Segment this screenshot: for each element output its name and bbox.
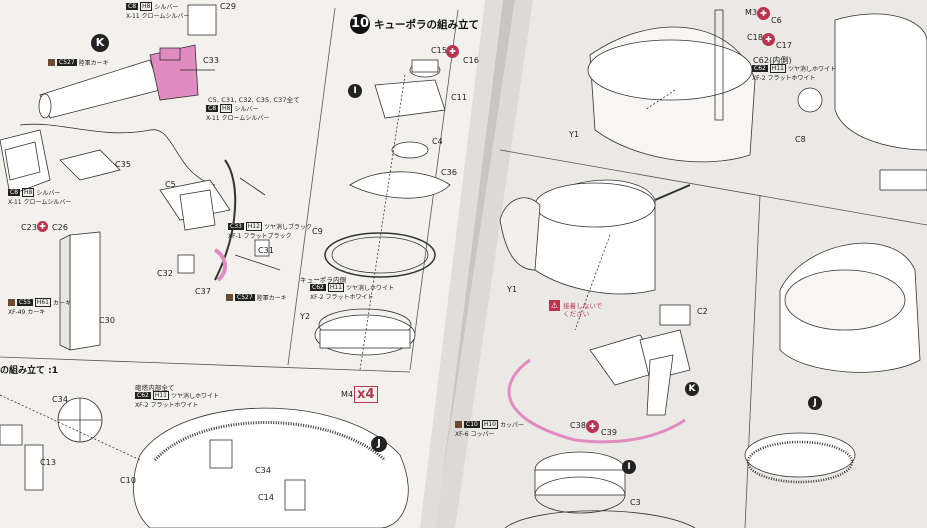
- part-label: C14: [258, 493, 275, 502]
- part-label: C31: [258, 246, 275, 255]
- part-label: C6: [771, 16, 782, 25]
- plating-icon: ✚: [757, 7, 770, 20]
- part-label: C18: [747, 33, 764, 42]
- paint-sub: X-11 クロームシルバー: [126, 13, 190, 20]
- part-label: C39: [601, 428, 618, 437]
- part-label: C11: [451, 93, 468, 102]
- marker-i: I: [622, 460, 636, 474]
- part-label: C37: [195, 287, 212, 296]
- step-number: 10: [350, 14, 370, 34]
- part-label: C13: [40, 458, 57, 467]
- paint-sub: X-11 クロームシルバー: [8, 199, 72, 206]
- part-label: Y2: [300, 312, 311, 321]
- part-label: C2: [697, 307, 708, 316]
- part-label: C29: [220, 2, 237, 11]
- paint-sub: XF-2 フラットホワイト: [135, 402, 199, 409]
- part-label: C33: [203, 56, 220, 65]
- marker-j: J: [808, 396, 822, 410]
- part-label: C23: [21, 223, 38, 232]
- part-label: C15: [431, 46, 448, 55]
- part-label: C32: [157, 269, 174, 278]
- part-label: C34: [52, 395, 69, 404]
- warning-icon: ⚠: [549, 300, 560, 311]
- marker-k: K: [685, 382, 699, 396]
- part-label: C9: [312, 227, 323, 236]
- part-label: C10: [120, 476, 137, 485]
- part-label: M3: [745, 8, 758, 17]
- paint-sub: XF-49 カーキ: [8, 309, 46, 316]
- part-label: C26: [52, 223, 69, 232]
- warning-note: 接着しないでください: [563, 302, 603, 318]
- plating-icon: ✚: [762, 33, 775, 46]
- right-page: [435, 0, 927, 528]
- left-page: [0, 0, 503, 528]
- part-label: C62(内側): [753, 56, 792, 65]
- room-note: 砲塔内部全て: [135, 384, 175, 392]
- part-label: C36: [441, 168, 458, 177]
- paint-sub: XF-2 フラットホワイト: [752, 75, 816, 82]
- part-label: C3: [630, 498, 641, 507]
- part-label: C17: [776, 41, 793, 50]
- marker-i: I: [348, 84, 362, 98]
- part-label: C35: [115, 160, 132, 169]
- quantity-badge: x4: [354, 386, 378, 403]
- paint-sub: XF-6 コッパー: [455, 431, 495, 438]
- part-list-note: C5, C31, C32, C35, C37全て: [208, 96, 300, 104]
- plating-icon: ✚: [586, 420, 599, 433]
- part-label: C4: [432, 137, 443, 146]
- part-label: C16: [463, 56, 480, 65]
- paint-sub: XF-1 フラットブラック: [228, 233, 292, 240]
- part-label: C8: [795, 135, 806, 144]
- part-label: C38: [570, 421, 587, 430]
- inner-note: キューポラ内側: [300, 276, 347, 284]
- marker-j: J: [371, 436, 387, 452]
- marker-k: K: [91, 34, 109, 52]
- part-label: Y1: [507, 285, 518, 294]
- paint-sub: X-11 クロームシルバー: [206, 115, 270, 122]
- part-label: M4: [341, 390, 354, 399]
- plating-icon: ✚: [446, 45, 459, 58]
- section-title: の組み立て :1: [0, 366, 58, 376]
- plating-icon: ✚: [37, 221, 48, 232]
- part-label: C30: [99, 316, 116, 325]
- part-label: C5: [165, 180, 176, 189]
- part-label: Y1: [569, 130, 580, 139]
- step-title: キューポラの組み立て: [374, 19, 479, 31]
- paint-sub: XF-2 フラットホワイト: [310, 294, 374, 301]
- part-label: C34: [255, 466, 272, 475]
